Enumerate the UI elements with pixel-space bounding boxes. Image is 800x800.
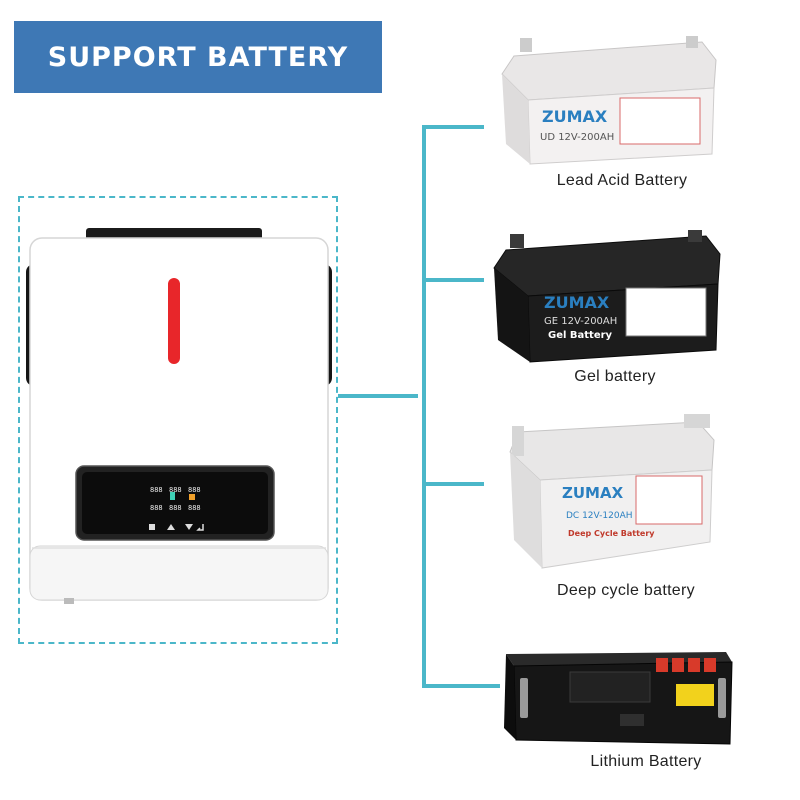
battery-label-lead-acid: Lead Acid Battery (556, 172, 688, 189)
lithium-battery-icon (504, 652, 733, 745)
svg-text:GE 12V-200AH: GE 12V-200AH (544, 316, 617, 327)
svg-text:ZUMAX: ZUMAX (542, 107, 608, 126)
inverter-frame (18, 196, 338, 644)
lead-acid-battery-icon: ZUMAX UD 12V-200AH (501, 36, 717, 165)
svg-text:Gel Battery: Gel Battery (548, 330, 613, 341)
status-indicator-light (168, 278, 180, 364)
solar-inverter-icon: 888 888 888 888 888 888 (26, 228, 332, 604)
support-battery-banner: SUPPORT BATTERY (14, 21, 382, 93)
battery-label-lithium: Lithium Battery (590, 753, 702, 770)
battery-label-deep-cycle: Deep cycle battery (557, 582, 695, 599)
battery-label-gel: Gel battery (574, 368, 656, 385)
deep-cycle-battery-icon: ZUMAX DC 12V-120AH Deep Cycle Battery (509, 414, 715, 569)
svg-text:888: 888 (188, 504, 201, 512)
svg-text:888: 888 (150, 504, 163, 512)
svg-text:Deep Cycle Battery: Deep Cycle Battery (568, 529, 655, 538)
svg-text:ZUMAX: ZUMAX (544, 293, 610, 312)
svg-text:DC 12V-120AH: DC 12V-120AH (566, 511, 633, 521)
svg-text:888: 888 (169, 486, 182, 494)
svg-text:888: 888 (188, 486, 201, 494)
gel-battery-icon: ZUMAX GE 12V-200AH Gel Battery (493, 230, 721, 363)
svg-text:UD 12V-200AH: UD 12V-200AH (540, 132, 614, 143)
banner-title: SUPPORT BATTERY (47, 41, 349, 73)
svg-text:ZUMAX: ZUMAX (562, 484, 624, 502)
svg-text:888: 888 (150, 486, 163, 494)
svg-text:888: 888 (169, 504, 182, 512)
